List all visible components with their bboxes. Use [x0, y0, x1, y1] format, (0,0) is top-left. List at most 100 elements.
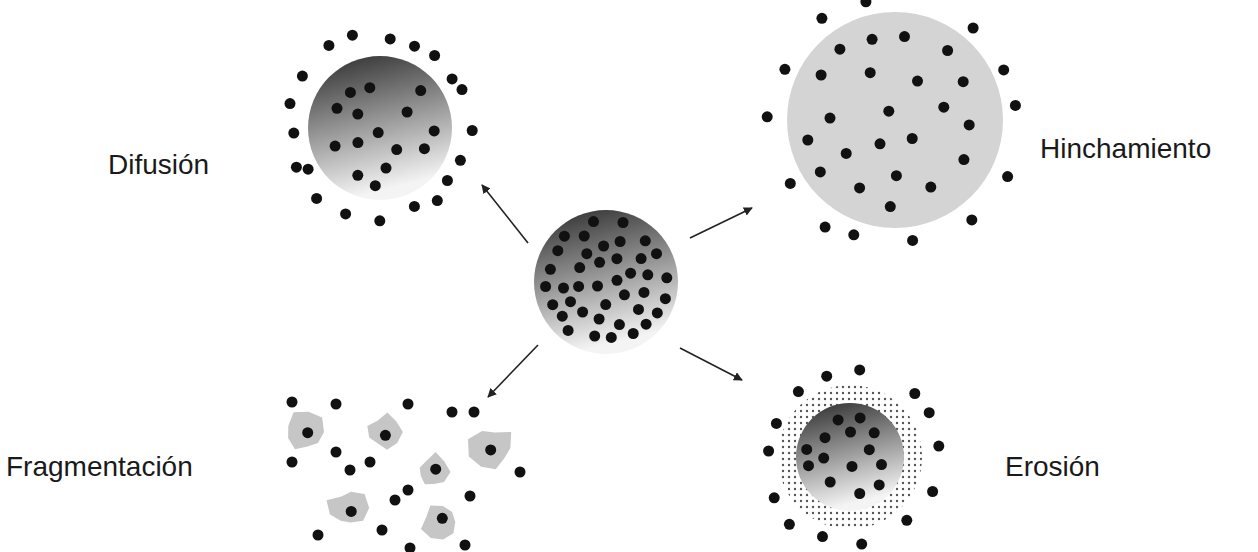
drug-dot	[364, 82, 375, 93]
drug-dot	[447, 73, 458, 84]
drug-dot	[467, 125, 478, 136]
drug-dot	[907, 235, 918, 246]
drug-dot	[891, 170, 902, 181]
drug-dot	[330, 141, 341, 152]
drug-dot	[845, 427, 856, 438]
drug-dot	[912, 76, 923, 87]
arrow-line	[680, 348, 742, 380]
drug-dot	[540, 281, 551, 292]
drug-dot	[925, 182, 936, 193]
erosion-halo	[778, 385, 922, 529]
drug-dot	[763, 446, 774, 457]
dot-group	[285, 0, 1021, 552]
drug-dot	[833, 414, 844, 425]
drug-dot	[385, 33, 396, 44]
drug-dot	[373, 127, 384, 138]
drug-dot	[287, 457, 298, 468]
drug-dot	[598, 241, 609, 252]
drug-dot	[391, 144, 402, 155]
drug-dot	[779, 64, 790, 75]
drug-dot	[614, 319, 625, 330]
diffusion-sphere	[308, 56, 452, 200]
drug-dot	[817, 531, 828, 542]
drug-dot	[547, 299, 558, 310]
mechanism-label: Hinchamiento	[1040, 132, 1211, 166]
drug-dot	[854, 488, 865, 499]
drug-dot	[323, 40, 334, 51]
drug-dot	[405, 543, 416, 552]
matrix-fragment	[421, 505, 455, 539]
mechanism-label: Fragmentación	[6, 450, 193, 484]
drug-dot	[558, 283, 569, 294]
drug-dot	[340, 208, 351, 219]
drug-dot	[793, 386, 804, 397]
drug-dot	[437, 513, 448, 524]
drug-dot	[390, 495, 401, 506]
drug-dot	[821, 371, 832, 382]
drug-dot	[901, 515, 912, 526]
drug-dot	[332, 103, 343, 114]
arrow-group	[482, 185, 752, 397]
drug-dot	[771, 418, 782, 429]
drug-dot	[377, 525, 388, 536]
drug-dot	[565, 296, 576, 307]
drug-dot	[559, 231, 570, 242]
drug-dot	[297, 71, 308, 82]
erosion-sphere	[796, 403, 904, 511]
drug-dot	[883, 106, 894, 117]
drug-dot	[1010, 100, 1021, 111]
drug-dot	[460, 540, 471, 551]
drug-dot	[628, 328, 639, 339]
matrix-fragment	[288, 412, 324, 450]
drug-dot	[485, 444, 496, 455]
drug-dot	[615, 236, 626, 247]
drug-dot	[447, 407, 458, 418]
drug-dot	[860, 0, 871, 7]
drug-dot	[594, 314, 605, 325]
drug-dot	[619, 289, 630, 300]
matrix-fragment	[468, 431, 511, 469]
drug-dot	[419, 143, 430, 154]
drug-dot	[577, 307, 588, 318]
drug-dot	[964, 119, 975, 130]
drug-dot	[847, 461, 858, 472]
mechanism-label: Difusión	[108, 148, 209, 182]
drug-dot	[465, 491, 476, 502]
drug-dot	[402, 107, 413, 118]
central-sphere	[534, 210, 678, 354]
mechanism-label: Erosión	[1005, 450, 1100, 484]
drug-dot	[998, 64, 1009, 75]
drug-dot	[429, 50, 440, 61]
drug-dot	[625, 268, 636, 279]
drug-dot	[291, 162, 302, 173]
drug-dot	[641, 319, 652, 330]
drug-dot	[640, 235, 651, 246]
drug-dot	[311, 193, 322, 204]
drug-dot	[352, 137, 363, 148]
drug-dot	[651, 248, 662, 259]
drug-dot	[825, 477, 836, 488]
drug-dot	[288, 128, 299, 139]
drug-dot	[958, 76, 969, 87]
drug-dot	[933, 441, 944, 452]
drug-dot	[864, 444, 875, 455]
drug-dot	[545, 264, 556, 275]
drug-dot	[652, 307, 663, 318]
drug-dot	[557, 311, 568, 322]
drug-dot	[606, 332, 617, 343]
drug-dot	[854, 182, 865, 193]
drug-dot	[899, 31, 910, 42]
drug-dot	[867, 34, 878, 45]
drug-dot	[874, 479, 885, 490]
drug-dot	[633, 304, 644, 315]
drug-dot	[834, 44, 845, 55]
drug-dot	[374, 215, 385, 226]
drug-dot	[785, 178, 796, 189]
drug-dot	[938, 102, 949, 113]
drug-dot	[346, 506, 357, 517]
drug-dot	[876, 459, 887, 470]
drug-dot	[854, 364, 865, 375]
drug-dot	[855, 412, 866, 423]
drug-dot	[442, 175, 453, 186]
